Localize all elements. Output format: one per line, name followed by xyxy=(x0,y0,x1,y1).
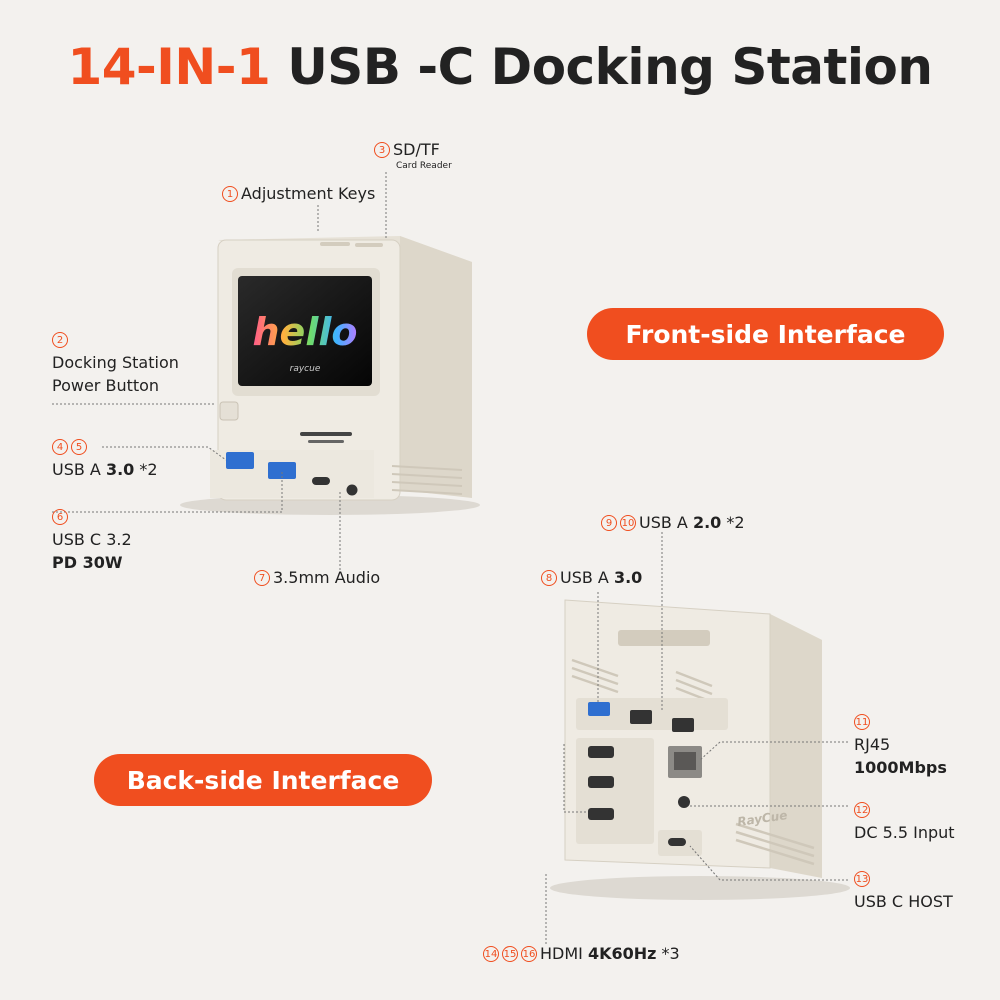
usb-a-port-back-2b xyxy=(672,718,694,732)
dc-port xyxy=(678,796,690,808)
hdmi-port-1 xyxy=(588,746,614,758)
sd-slot xyxy=(300,432,352,436)
usb-a-port-back-3 xyxy=(588,702,610,716)
title-rest: USB -C Docking Station xyxy=(270,38,933,96)
hdmi-text: HDMI xyxy=(540,944,588,963)
usba3-suffix: *2 xyxy=(134,460,158,479)
badge-11: 11 xyxy=(854,714,870,730)
label-usb-c-host: 13 USB C HOST xyxy=(854,867,953,913)
usbc-bold: PD 30W xyxy=(52,553,123,572)
label-power-button: 2 Docking Station Power Button xyxy=(52,328,179,397)
usb-c-host-port xyxy=(668,838,686,846)
badge-12: 12 xyxy=(854,802,870,818)
usba3-text: USB A xyxy=(52,460,106,479)
audio-jack xyxy=(346,484,358,496)
keys-text: Adjustment Keys xyxy=(241,184,376,203)
usba3-bold: 3.0 xyxy=(105,460,135,479)
back-device: RayCue xyxy=(550,599,850,900)
usba3b-text: USB A xyxy=(560,568,614,587)
usba2-suffix: *2 xyxy=(721,513,745,532)
sd-subtext: Card Reader xyxy=(396,161,452,171)
usba3b-bold: 3.0 xyxy=(613,568,643,587)
badge-13: 13 xyxy=(854,871,870,887)
usbc-line1: USB C 3.2 xyxy=(52,530,132,549)
hdmi-port-2 xyxy=(588,776,614,788)
badge-7: 7 xyxy=(254,570,270,586)
title-accent: 14-IN-1 xyxy=(67,38,271,96)
front-interface-pill: Front-side Interface xyxy=(587,308,944,360)
badge-5: 5 xyxy=(71,439,87,455)
page-title: 14-IN-1 USB -C Docking Station xyxy=(0,38,1000,96)
badge-2: 2 xyxy=(52,332,68,348)
usb-a-port-front-1 xyxy=(226,452,254,469)
rj45-line1: RJ45 xyxy=(854,735,891,754)
usba2-bold: 2.0 xyxy=(692,513,722,532)
badge-6: 6 xyxy=(52,509,68,525)
power-line2: Power Button xyxy=(52,376,160,395)
label-dc-input: 12 DC 5.5 Input xyxy=(854,798,955,844)
sd-text: SD/TF xyxy=(393,140,440,159)
hdmi-bold: 4K60Hz xyxy=(587,944,657,963)
power-line1: Docking Station xyxy=(52,353,179,372)
front-device: hello raycue xyxy=(180,236,480,515)
leader-lines xyxy=(52,172,848,944)
dc-text: DC 5.5 Input xyxy=(854,823,955,842)
badge-10: 10 xyxy=(620,515,636,531)
screen xyxy=(238,276,372,386)
badge-14: 14 xyxy=(483,946,499,962)
badge-4: 4 xyxy=(52,439,68,455)
host-text: USB C HOST xyxy=(854,892,953,911)
hdmi-port-3 xyxy=(588,808,614,820)
badge-15: 15 xyxy=(502,946,518,962)
screen-hello-text: hello xyxy=(253,310,358,354)
badge-3: 3 xyxy=(374,142,390,158)
usb-c-port-front xyxy=(312,477,330,485)
badge-1: 1 xyxy=(222,186,238,202)
power-button xyxy=(219,401,239,421)
usb-a-port-front-2 xyxy=(268,462,296,479)
hdmi-suffix: *3 xyxy=(656,944,680,963)
screen-brand-text: raycue xyxy=(290,364,321,374)
label-rj45: 11 RJ45 1000Mbps xyxy=(854,710,947,779)
label-usb-c-pd: 6 USB C 3.2 PD 30W xyxy=(52,505,132,574)
back-brand-text: RayCue xyxy=(736,808,788,829)
badge-9: 9 xyxy=(601,515,617,531)
usb-a-port-back-2a xyxy=(630,710,652,724)
badge-16: 16 xyxy=(521,946,537,962)
usba2-text: USB A xyxy=(639,513,693,532)
back-interface-pill: Back-side Interface xyxy=(94,754,432,806)
audio-text: 3.5mm Audio xyxy=(273,568,381,587)
badge-8: 8 xyxy=(541,570,557,586)
rj45-bold: 1000Mbps xyxy=(854,758,947,777)
